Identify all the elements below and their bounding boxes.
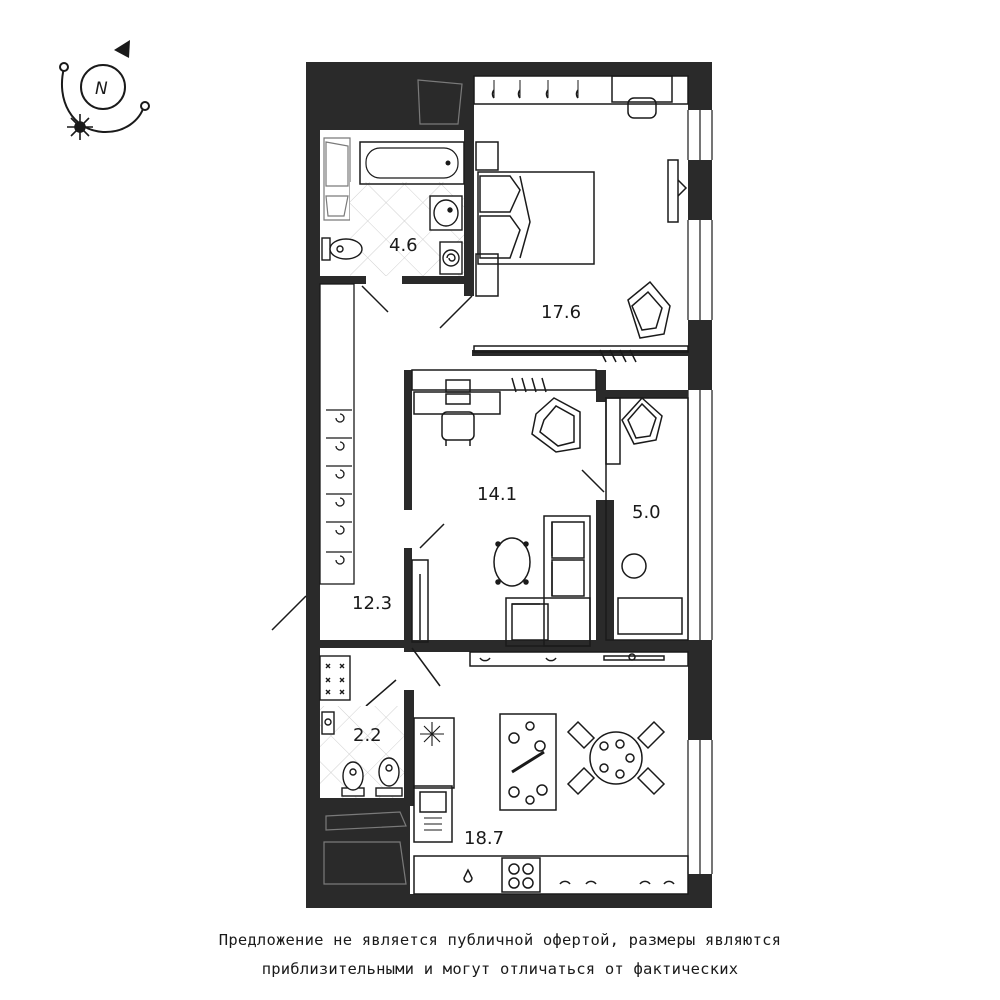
compass-dot-icon <box>59 62 69 72</box>
toilet-icon <box>321 237 363 261</box>
cooktop-icon <box>501 857 541 893</box>
area-label-living-room: 14.1 <box>477 484 517 505</box>
bed-icon <box>475 141 595 297</box>
doors <box>271 285 605 707</box>
compass-ring-icon <box>80 64 126 110</box>
outer-walls <box>306 62 712 908</box>
area-label-bathroom: 4.6 <box>389 235 418 256</box>
area-label-bedroom: 17.6 <box>541 302 581 323</box>
tv-stand-icon <box>411 559 429 643</box>
washing-machine-icon <box>439 241 463 275</box>
bathtub-icon <box>359 141 465 185</box>
island-table-icon <box>499 713 557 811</box>
toilet-icon <box>341 761 365 797</box>
compass-dot-icon <box>140 101 150 111</box>
armchair-icon <box>531 397 581 453</box>
area-label-loggia: 5.0 <box>632 502 661 523</box>
armchair-icon <box>627 280 671 339</box>
fridge-icon <box>413 717 455 789</box>
inner-walls <box>306 76 688 894</box>
compass <box>59 40 150 140</box>
north-arrow-icon <box>114 40 130 58</box>
dining-table-icon <box>566 720 666 796</box>
side-table-icon <box>621 553 647 579</box>
windows <box>687 110 713 874</box>
area-label-kitchen: 18.7 <box>464 828 504 849</box>
wardrobe <box>319 283 355 585</box>
bench-icon <box>617 597 683 635</box>
area-label-wc: 2.2 <box>353 725 382 746</box>
stove-icon <box>319 655 351 701</box>
living-room <box>411 369 597 647</box>
kitchen-sink-icon <box>413 785 453 843</box>
kitchen <box>413 651 689 895</box>
sink-icon <box>321 711 335 735</box>
area-label-hallway: 12.3 <box>352 593 392 614</box>
chair-icon <box>441 411 475 446</box>
compass-letter: N <box>95 79 108 99</box>
bidet-icon <box>375 757 403 797</box>
bedroom <box>473 75 689 363</box>
armchair-icon <box>621 396 663 445</box>
loggia <box>605 396 689 641</box>
sink-icon <box>429 195 463 231</box>
bathroom <box>321 141 465 276</box>
disclaimer-line-2: приблизительными и могут отличаться от ф… <box>261 960 739 978</box>
area-labels: 4.6 17.6 14.1 5.0 12.3 2.2 18.7 <box>352 235 661 849</box>
sun-icon <box>67 114 93 140</box>
water-drop-icon <box>463 868 473 883</box>
disclaimer-line-1: Предложение не является публичной оферто… <box>218 931 782 949</box>
wc <box>319 655 404 798</box>
mirror-icon <box>667 159 688 223</box>
coffee-table-icon <box>493 537 531 587</box>
disclaimer: Предложение не является публичной оферто… <box>0 926 1000 984</box>
desk-icon <box>413 379 501 415</box>
sofa-icon <box>505 515 591 647</box>
compass-arc-icon <box>61 67 145 134</box>
